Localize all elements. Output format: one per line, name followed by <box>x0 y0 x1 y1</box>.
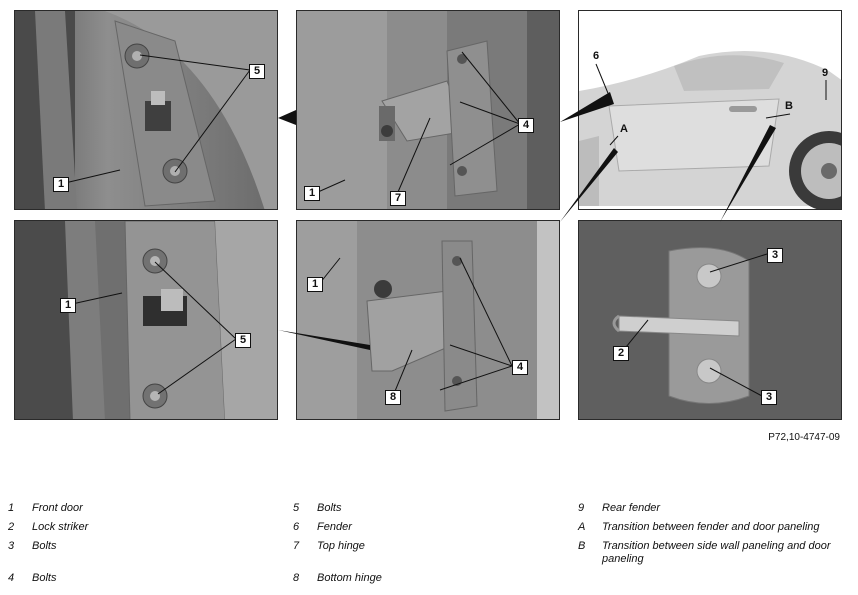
figure-reference: P72,10-4747-09 <box>768 432 840 443</box>
callout-B-panel3: B <box>785 100 793 112</box>
callout-1-panel4: 1 <box>60 298 76 313</box>
callout-4-panel2: 4 <box>518 118 534 133</box>
callout-5-panel4: 5 <box>235 333 251 348</box>
callout-3-panel6-top: 3 <box>767 248 783 263</box>
callout-1-panel2: 1 <box>304 186 320 201</box>
callout-6-panel3: 6 <box>592 50 600 62</box>
photo-lock-striker <box>578 220 842 420</box>
callout-5-panel1: 5 <box>249 64 265 79</box>
callout-7-panel2: 7 <box>390 191 406 206</box>
photo-top-hinge <box>296 10 560 210</box>
callout-2-panel6: 2 <box>613 346 629 361</box>
photo-door-lock-closeup <box>14 220 278 420</box>
callout-3-panel6-bottom: 3 <box>761 390 777 405</box>
callout-A-panel3: A <box>620 123 628 135</box>
callout-9-panel3: 9 <box>821 67 829 79</box>
photo-bottom-hinge <box>296 220 560 420</box>
callout-4-panel5: 4 <box>512 360 528 375</box>
callout-1-panel5: 1 <box>307 277 323 292</box>
callout-1-panel1: 1 <box>53 177 69 192</box>
callout-8-panel5: 8 <box>385 390 401 405</box>
photo-vehicle-side-overview <box>578 10 842 210</box>
